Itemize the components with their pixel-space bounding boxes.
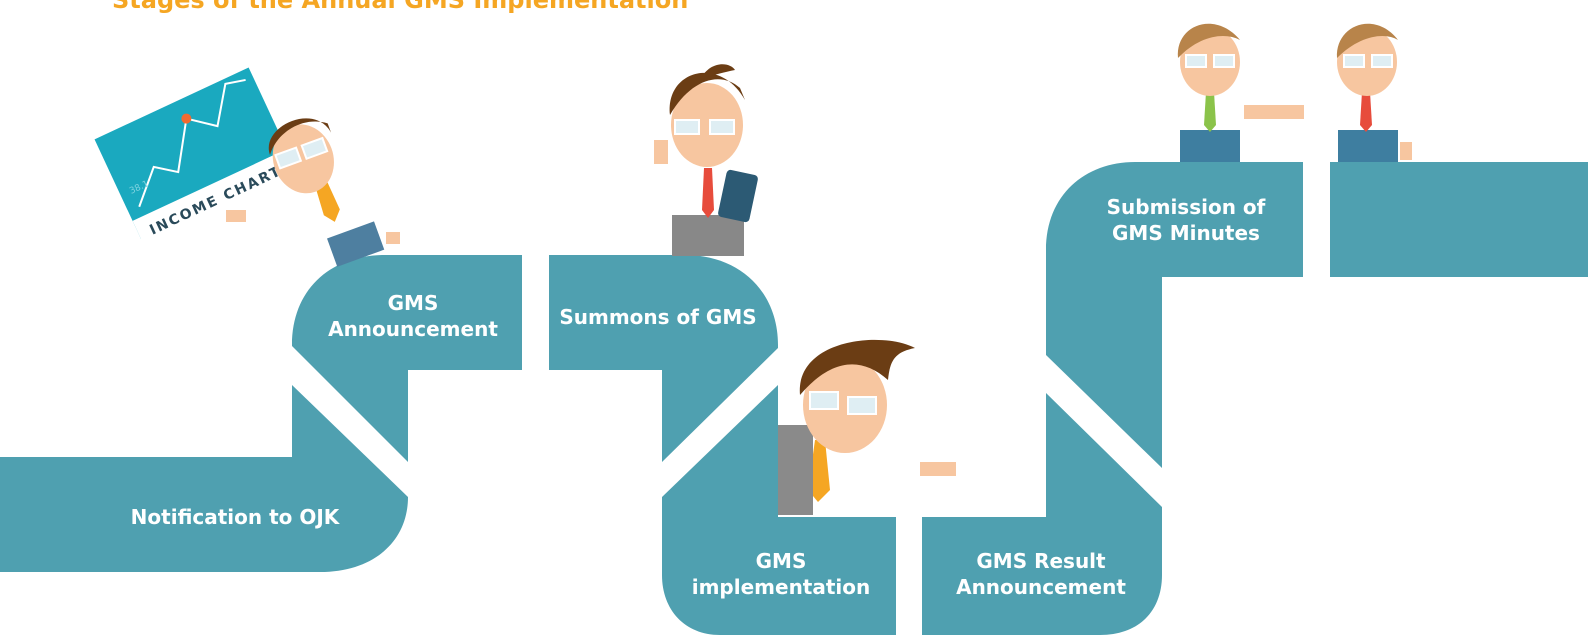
stage-path [0,162,1588,635]
income-chart-illustration: INCOME CHART 38.1 [94,67,400,267]
handshake-illustration [1177,23,1412,162]
step-3-segment [549,255,778,462]
step-5-segment [922,393,1162,635]
step-6-segment [1046,162,1303,468]
pointing-person-illustration [778,339,956,516]
step-1-label: Notification to OJK [130,505,340,529]
step-4-segment [662,385,896,635]
step-3-label: Summons of GMS [559,305,757,329]
extra-block [1330,162,1588,277]
chart-board [94,67,296,240]
diagram-title: Stages of the Annual GMS Implementation [112,0,689,14]
step-2-segment [292,255,522,462]
step-1-segment [0,385,408,572]
phone-person-illustration [654,64,758,256]
